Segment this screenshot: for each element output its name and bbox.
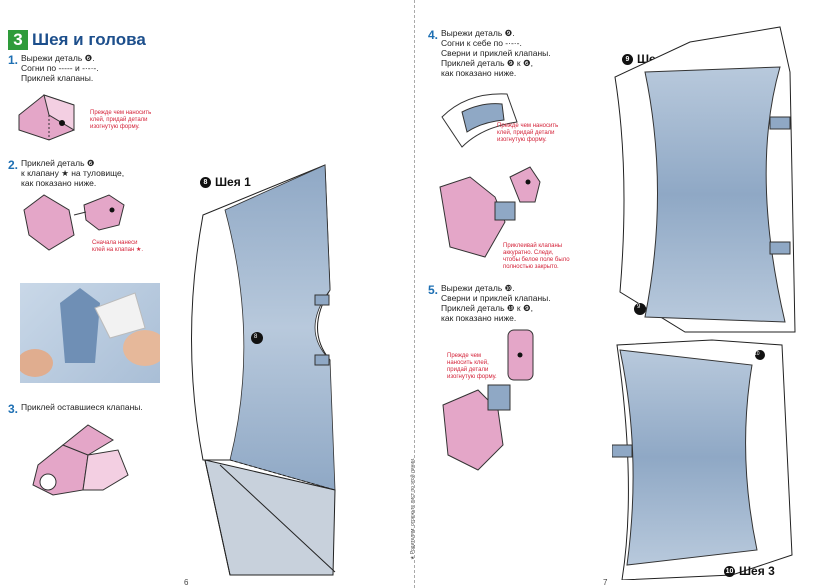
part-8-label: 8 Шея 1 — [200, 175, 251, 189]
step-1-text: Вырежи деталь ❻. Согни по ----- и -·-·-.… — [21, 53, 99, 83]
part-10-title: Шея 3 — [739, 564, 775, 578]
part-9-small-mark: 9 — [637, 304, 641, 310]
step-4: 4. Вырежи деталь ❾. Согни к себе по -·-·… — [428, 28, 551, 78]
step-2-illustration — [23, 194, 125, 251]
step-5-number: 5. — [428, 283, 439, 297]
part-8-title: Шея 1 — [215, 175, 251, 189]
neck-1-cutout — [191, 164, 336, 576]
part-8-badge: 8 — [200, 176, 211, 188]
step-4-note: Прежде чем наносить клей, придай детали … — [497, 123, 559, 143]
part-8-small-mark: 8 — [254, 334, 258, 340]
step-3: 3. Приклей оставшиеся клапаны. — [8, 402, 143, 416]
part-10-small-mark: 10 — [754, 351, 760, 357]
part-10-label: 10 Шея 3 — [724, 564, 775, 578]
step-2-note: Сначала нанеси клей на клапан ★. — [92, 240, 144, 253]
step-2: 2. Приклей деталь ❻ к клапану ★ на тулов… — [8, 158, 124, 188]
step-4-illustration — [441, 93, 518, 148]
section-title: Шея и голова — [32, 30, 146, 49]
step-1-illustration — [18, 94, 75, 141]
page-number-left: 6 — [184, 578, 189, 587]
parent-cut-note: ★ Родителям: отрежьте лист по этой линии… — [410, 457, 416, 560]
step-3-text: Приклей оставшиеся клапаны. — [21, 402, 143, 412]
hand-photo — [20, 283, 160, 383]
neck-3-cutout — [612, 339, 793, 580]
section-header: 3 Шея и голова — [8, 30, 146, 50]
step-4-text: Вырежи деталь ❾. Согни к себе по -·-·-. … — [441, 28, 551, 78]
center-fold-line — [414, 0, 416, 588]
step-4-assembly-illustration — [439, 166, 541, 258]
step-3-illustration — [32, 424, 129, 496]
step-2-text: Приклей деталь ❻ к клапану ★ на туловище… — [21, 158, 125, 188]
step-1: 1. Вырежи деталь ❻. Согни по ----- и -·-… — [8, 53, 99, 83]
step-5-text: Вырежи деталь ❿. Сверни и приклей клапан… — [441, 283, 551, 323]
section-number: 3 — [8, 30, 28, 50]
step-4-note-2: Приклеивай клапаны аккуратно. Следи, что… — [503, 243, 570, 270]
step-1-number: 1. — [8, 53, 19, 67]
part-10-badge: 10 — [724, 565, 735, 577]
page-number-right: 7 — [603, 578, 608, 587]
step-2-number: 2. — [8, 158, 19, 172]
step-4-number: 4. — [428, 28, 439, 42]
step-3-number: 3. — [8, 402, 19, 416]
step-5: 5. Вырежи деталь ❿. Сверни и приклей кла… — [428, 283, 551, 323]
step-1-note: Прежде чем наносить клей, придай детали … — [90, 110, 152, 130]
step-5-illustration — [442, 329, 534, 471]
neck-2-cutout — [614, 26, 796, 333]
part-9-badge: 9 — [622, 53, 633, 65]
step-5-note: Прежде чем наносить клей, придай детали … — [447, 353, 497, 380]
